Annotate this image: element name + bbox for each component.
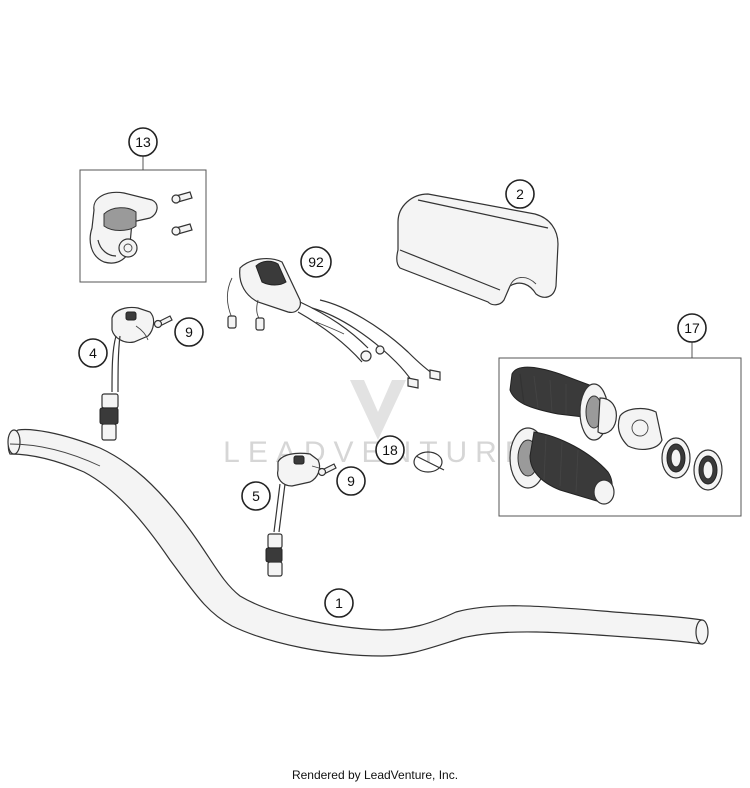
svg-text:9: 9	[347, 473, 355, 489]
throttle-housing-part-17	[617, 407, 663, 450]
callout-9b: 9	[336, 466, 366, 496]
watermark-logo-icon	[350, 380, 406, 440]
grip-upper-part-17	[509, 366, 617, 441]
ring-part-17a	[661, 437, 691, 479]
clamp-part-13	[89, 191, 158, 264]
handlebar-part-1	[7, 428, 709, 657]
svg-text:92: 92	[308, 254, 324, 270]
svg-text:1: 1	[335, 595, 343, 611]
switch-part-4	[99, 306, 155, 441]
callout-92: 92	[300, 246, 332, 278]
callout-9a: 9	[174, 317, 204, 347]
svg-text:2: 2	[516, 186, 524, 202]
callout-4: 4	[78, 338, 108, 368]
callout-17: 17	[677, 313, 707, 358]
svg-text:9: 9	[185, 324, 193, 340]
part-17-box	[498, 357, 742, 517]
watermark-text: LEADVENTURE	[223, 436, 533, 469]
screw-part-9b	[317, 463, 337, 477]
switch-part-5	[265, 452, 327, 577]
throttle-assembly-part-92	[227, 258, 441, 389]
cable-tie-part-18	[413, 451, 445, 473]
bolt-part-13a	[171, 191, 193, 204]
ring-part-17b	[693, 449, 723, 491]
footer-credit: Rendered by LeadVenture, Inc.	[291, 768, 459, 782]
svg-text:4: 4	[89, 345, 97, 361]
svg-text:5: 5	[252, 488, 260, 504]
callout-2: 2	[505, 179, 535, 209]
svg-text:18: 18	[382, 442, 398, 458]
callout-13: 13	[128, 127, 158, 170]
handlebar-pad-part-2	[396, 193, 559, 306]
svg-text:17: 17	[684, 320, 700, 336]
callout-5: 5	[241, 481, 271, 511]
callout-18: 18	[375, 435, 405, 465]
grip-lower-part-17	[509, 427, 615, 505]
bolt-part-13b	[171, 223, 193, 236]
watermark: LEADVENTURE	[223, 380, 533, 469]
callout-1: 1	[324, 588, 354, 618]
svg-text:13: 13	[135, 134, 151, 150]
screw-part-9a	[153, 315, 173, 329]
